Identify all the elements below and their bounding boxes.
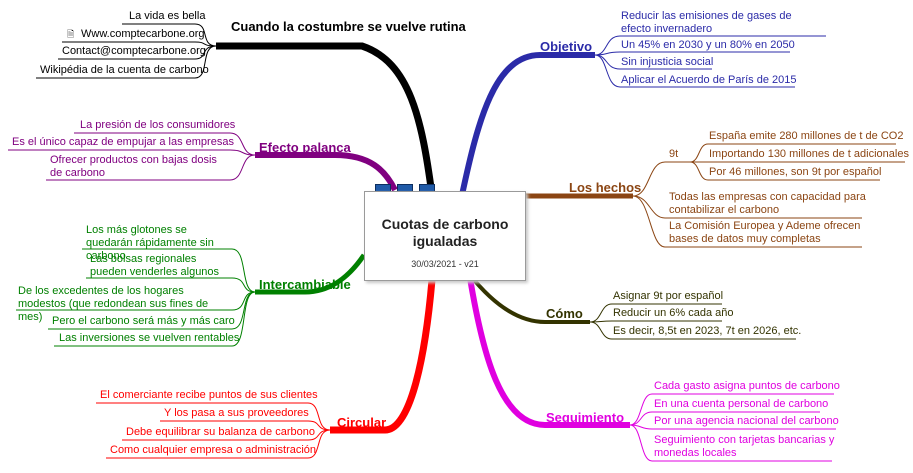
circular-item-3[interactable]: Debe equilibrar su balanza de carbono [126,426,315,438]
hechos-item-2[interactable]: La Comisión Europea y Ademe ofrecen base… [669,220,861,245]
como-item-3[interactable]: Es decir, 8,5t en 2023, 7t en 2026, etc. [613,325,802,337]
costumbre-item-2[interactable]: Www.comptecarbone.org [81,28,205,40]
branch-seguimiento-title[interactable]: Seguimiento [546,410,625,425]
seguimiento-item-1[interactable]: Cada gasto asigna puntos de carbono [654,380,840,392]
branch-objetivo-title[interactable]: Objetivo [540,39,593,54]
circular-item-2[interactable]: Y los pasa a sus proveedores [164,407,309,419]
circular-item-4[interactable]: Como cualquier empresa o administración [110,444,317,456]
hechos-item-1[interactable]: Todas las empresas con capacidad para co… [669,191,866,216]
como-item-2[interactable]: Reducir un 6% cada año [613,307,734,319]
branch-seguimiento-connector [467,277,630,428]
hechos-sub-item-1[interactable]: España emite 280 millones de t de CO2 [709,130,904,142]
intercambiable-item-5[interactable]: Las inversiones se vuelven rentables [59,332,240,344]
costumbre-item-4[interactable]: Wikipédia de la cuenta de carbono [40,64,209,76]
central-topic-title: Cuotas de carbono igualadas [381,216,509,249]
central-topic-subtitle: 30/03/2021 - v21 [411,259,479,269]
branch-objetivo-connector [459,52,595,196]
como-item-1[interactable]: Asignar 9t por español [613,290,724,302]
palanca-item-1[interactable]: La presión de los consumidores [80,119,236,131]
costumbre-item-3[interactable]: Contact@comptecarbone.org [62,45,206,57]
central-topic[interactable]: Cuotas de carbono igualadas 30/03/2021 -… [364,191,526,281]
branch-costumbre-connector [216,42,436,196]
objetivo-item-3[interactable]: Sin injusticia social [621,56,714,68]
intercambiable-item-2[interactable]: Las bolsas regionales pueden venderles a… [90,253,220,278]
branch-como-connector [468,273,590,324]
objetivo-item-2[interactable]: Un 45% en 2030 y un 80% en 2050 [621,39,795,51]
branch-costumbre-title[interactable]: Cuando la costumbre se vuelve rutina [231,19,466,34]
branch-circular-connector [330,279,436,434]
branch-intercambiable-title[interactable]: Intercambiable [259,277,351,292]
branch-como-title[interactable]: Cómo [546,306,583,321]
seguimiento-item-3[interactable]: Por una agencia nacional del carbono [654,415,839,427]
branch-circular-title[interactable]: Circular [337,415,387,430]
branch-intercambiable-connector [255,253,367,295]
palanca-item-2[interactable]: Es el único capaz de empujar a las empre… [12,136,234,148]
intercambiable-item-1[interactable]: Los más glotones se quedarán rápidamente… [86,224,214,262]
objetivo-item-1[interactable]: Reducir las emisiones de gases de efecto… [621,10,792,35]
branch-palanca-title[interactable]: Efecto palanca [259,140,351,155]
costumbre-item-1[interactable]: La vida es bella [129,10,206,22]
palanca-item-3[interactable]: Ofrecer productos con bajas dosis de car… [50,154,217,179]
hechos-sub-item-2[interactable]: Importando 130 millones de t adicionales [709,148,909,160]
seguimiento-item-4[interactable]: Seguimiento con tarjetas bancarias y mon… [654,434,835,459]
intercambiable-item-3[interactable]: De los excedentes de los hogares modesto… [18,285,209,323]
branch-palanca-connector [255,152,398,192]
document-icon: 🗎 [67,29,75,39]
hechos-sub-item-3[interactable]: Por 46 millones, son 9t por español [709,166,882,178]
seguimiento-item-2[interactable]: En una cuenta personal de carbono [654,398,829,410]
branch-hechos-title[interactable]: Los hechos [569,180,642,195]
hechos-sub-label[interactable]: 9t [669,148,679,160]
intercambiable-item-4[interactable]: Pero el carbono será más y más caro [52,315,235,327]
objetivo-item-4[interactable]: Aplicar el Acuerdo de París de 2015 [621,74,797,86]
circular-item-1[interactable]: El comerciante recibe puntos de sus clie… [100,389,318,401]
